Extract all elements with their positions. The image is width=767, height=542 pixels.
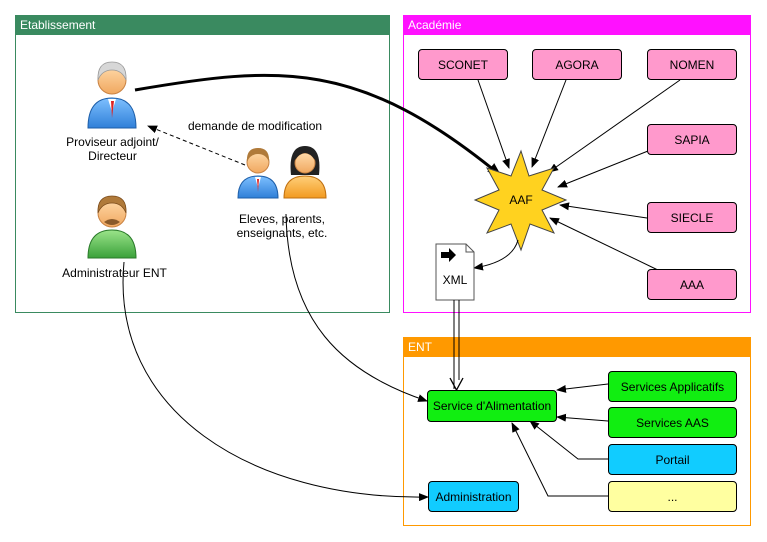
source-aaa: AAA [647, 269, 737, 300]
ent-title: ENT [404, 338, 750, 357]
source-sconet: SCONET [418, 49, 508, 80]
portail-to-service-arrow [529, 420, 608, 460]
admin-ent-label: Administrateur ENT [62, 266, 167, 280]
academie-title: Académie [404, 16, 750, 35]
service-alimentation: Service d'Alimentation [427, 390, 557, 422]
proviseur-to-aaf-arrow [134, 73, 502, 177]
source-siecle: SIECLE [647, 202, 737, 233]
sconet-to-aaf-arrow [477, 79, 510, 169]
other-to-service-arrow [511, 422, 608, 497]
user-male-avatar-icon [237, 148, 279, 199]
proviseur-avatar-icon [87, 61, 137, 129]
aaa-to-aaf-arrow [549, 217, 663, 273]
etablissement-title: Etablissement [16, 16, 389, 35]
xml-document-icon [435, 243, 475, 301]
users-to-service-arrow [285, 213, 428, 402]
provider-portail: Portail [608, 444, 737, 475]
aas-to-service-arrow [556, 413, 609, 422]
aaf-label: AAF [509, 193, 533, 207]
provider-services-applicatifs: Services Applicatifs [608, 371, 737, 402]
nomen-to-aaf-arrow [548, 79, 681, 173]
siecle-to-aaf-arrow [559, 202, 648, 219]
provider-other: ... [608, 481, 737, 512]
source-sapia: SAPIA [647, 124, 737, 155]
sapia-to-aaf-arrow [557, 150, 649, 188]
academie-frame: Académie [403, 15, 751, 313]
etablissement-frame: Etablissement [15, 15, 390, 313]
administration: Administration [428, 481, 519, 512]
users-label: Eleves, parents, enseignants, etc. [236, 212, 328, 240]
modification-label: demande de modification [187, 119, 323, 133]
modification-request-arrow [147, 125, 246, 166]
source-nomen: NOMEN [647, 49, 737, 80]
xml-label: XML [442, 273, 468, 287]
proviseur-label: Proviseur adjoint/ Directeur [66, 135, 159, 163]
applicatifs-to-service-arrow [556, 383, 609, 393]
aaf-star-icon [473, 149, 568, 252]
aaf-to-xml-arrow [473, 239, 519, 271]
ent-frame: ENT [403, 337, 751, 526]
admin-to-administration-arrow [122, 261, 429, 502]
provider-services-aas: Services AAS [608, 407, 737, 438]
user-female-avatar-icon [283, 146, 327, 199]
admin-avatar-icon [87, 195, 137, 259]
agora-to-aaf-arrow [531, 79, 567, 168]
source-agora: AGORA [532, 49, 622, 80]
